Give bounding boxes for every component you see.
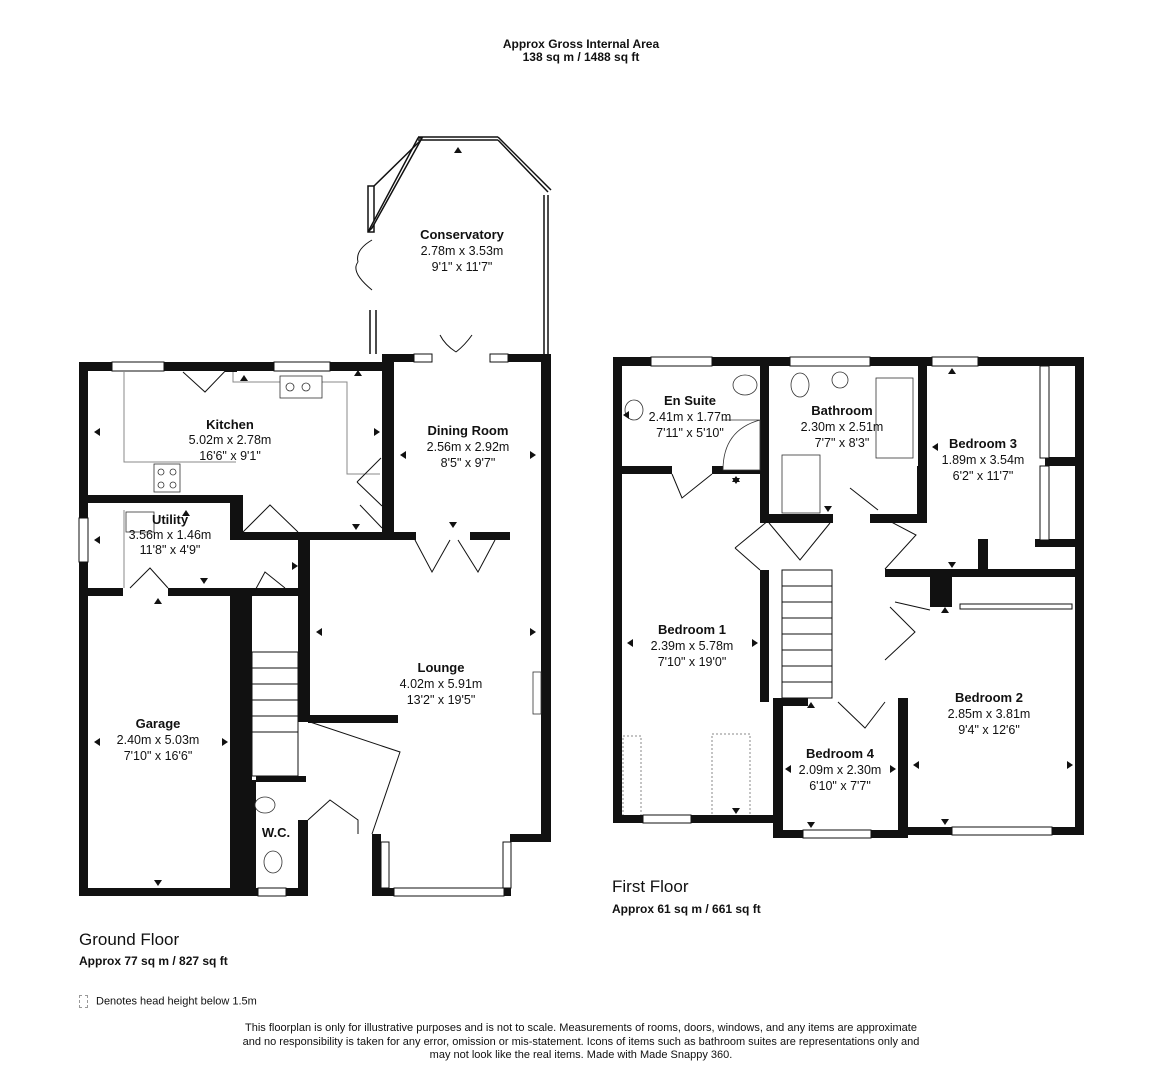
utility-metric: 3.56m x 1.46m: [129, 528, 212, 542]
utility-imperial: 11'8" x 4'9": [140, 543, 201, 557]
first-floor-area: Approx 61 sq m / 661 sq ft: [612, 902, 761, 916]
legend: Denotes head height below 1.5m: [79, 995, 257, 1008]
gross-area-value: 138 sq m / 1488 sq ft: [522, 50, 640, 64]
ground-floor-windows: [78, 353, 512, 897]
garage-name: Garage: [136, 716, 181, 731]
head-height-area: [622, 735, 642, 819]
conservatory-shell: [367, 136, 552, 354]
bedroom-3-imperial: 6'2" x 11'7": [953, 469, 1014, 483]
disclaimer-line-2: and no responsibility is taken for any e…: [242, 1035, 920, 1048]
legend-text: Denotes head height below 1.5m: [96, 995, 257, 1008]
bathroom-toilet-icon: [790, 372, 810, 398]
garage-metric: 2.40m x 5.03m: [117, 733, 200, 747]
bathroom-imperial: 7'7" x 8'3": [815, 436, 870, 450]
first-floor-title: First Floor: [612, 877, 689, 896]
bedroom-1-name: Bedroom 1: [658, 622, 726, 637]
en-suite-imperial: 7'11" x 5'10": [656, 426, 724, 440]
disclaimer: This floorplan is only for illustrative …: [160, 1022, 1002, 1063]
dining-room-name: Dining Room: [428, 423, 509, 438]
first-floor-doors: [671, 473, 931, 729]
utility-sink-icon: [125, 511, 155, 533]
garage-imperial: 7'10" x 16'6": [124, 749, 193, 763]
toilet-icon: [263, 850, 283, 874]
bathroom-shower-icon: [781, 454, 821, 514]
bedroom-1-imperial: 7'10" x 19'0": [658, 655, 727, 669]
bedroom-2-name: Bedroom 2: [955, 690, 1023, 705]
bathroom-basin-icon: [831, 371, 849, 389]
conservatory-imperial: 9'1" x 11'7": [432, 260, 493, 274]
disclaimer-line-1: This floorplan is only for illustrative …: [245, 1022, 917, 1034]
dimension-arrows: [94, 147, 1073, 886]
dining-room-metric: 2.56m x 2.92m: [427, 440, 510, 454]
lounge-imperial: 13'2" x 19'5": [407, 693, 476, 707]
bedroom-2-metric: 2.85m x 3.81m: [948, 707, 1031, 721]
bathroom-name: Bathroom: [811, 403, 872, 418]
ensuite-shower-icon: [722, 419, 761, 471]
bedroom-4-name: Bedroom 4: [806, 746, 875, 761]
dining-room-imperial: 8'5" x 9'7": [441, 456, 496, 470]
conservatory-name: Conservatory: [420, 227, 505, 242]
kitchen-sink-icon: [279, 375, 323, 399]
ensuite-basin-icon: [624, 399, 644, 421]
ground-floor-doors: [129, 365, 496, 835]
en-suite-metric: 2.41m x 1.77m: [649, 410, 732, 424]
wc-basin-icon: [254, 796, 276, 814]
head-height-legend-swatch: [79, 995, 88, 1008]
conservatory-metric: 2.78m x 3.53m: [421, 244, 504, 258]
utility-name: Utility: [152, 512, 189, 527]
ground-floor-stairs: [251, 651, 299, 777]
head-height-area: [711, 733, 751, 819]
gross-area-title: Approx Gross Internal Area: [502, 37, 660, 51]
bedroom-4-imperial: 6'10" x 7'7": [809, 779, 871, 793]
bedroom-1-metric: 2.39m x 5.78m: [651, 639, 734, 653]
bedroom-4-metric: 2.09m x 2.30m: [799, 763, 882, 777]
hob-icon: [153, 463, 181, 493]
ground-floor-walls: [79, 354, 551, 896]
ensuite-toilet-icon: [732, 374, 758, 396]
wc-name: W.C.: [262, 825, 290, 840]
kitchen-worktop: [123, 372, 236, 463]
kitchen-worktop: [232, 372, 380, 475]
conservatory-french-door: [439, 334, 473, 353]
fireplace-icon: [532, 671, 542, 715]
en-suite-name: En Suite: [664, 393, 716, 408]
bedroom-2-imperial: 9'4" x 12'6": [958, 723, 1020, 737]
bedroom-3-name: Bedroom 3: [949, 436, 1017, 451]
conservatory-side-door: [355, 239, 373, 291]
lounge-metric: 4.02m x 5.91m: [400, 677, 483, 691]
kitchen-name: Kitchen: [206, 417, 254, 432]
ground-floor-area: Approx 77 sq m / 827 sq ft: [79, 954, 228, 968]
first-floor-windows: [642, 356, 1073, 839]
kitchen-metric: 5.02m x 2.78m: [189, 433, 272, 447]
lounge-name: Lounge: [418, 660, 465, 675]
ground-floor-title: Ground Floor: [79, 930, 180, 949]
bathroom-metric: 2.30m x 2.51m: [801, 420, 884, 434]
bedroom-3-metric: 1.89m x 3.54m: [942, 453, 1025, 467]
disclaimer-line-3: may not look like the real items. Made w…: [429, 1049, 733, 1061]
bath-icon: [875, 377, 914, 459]
first-floor-stairs: [781, 569, 833, 699]
kitchen-imperial: 16'6" x 9'1": [199, 449, 261, 463]
